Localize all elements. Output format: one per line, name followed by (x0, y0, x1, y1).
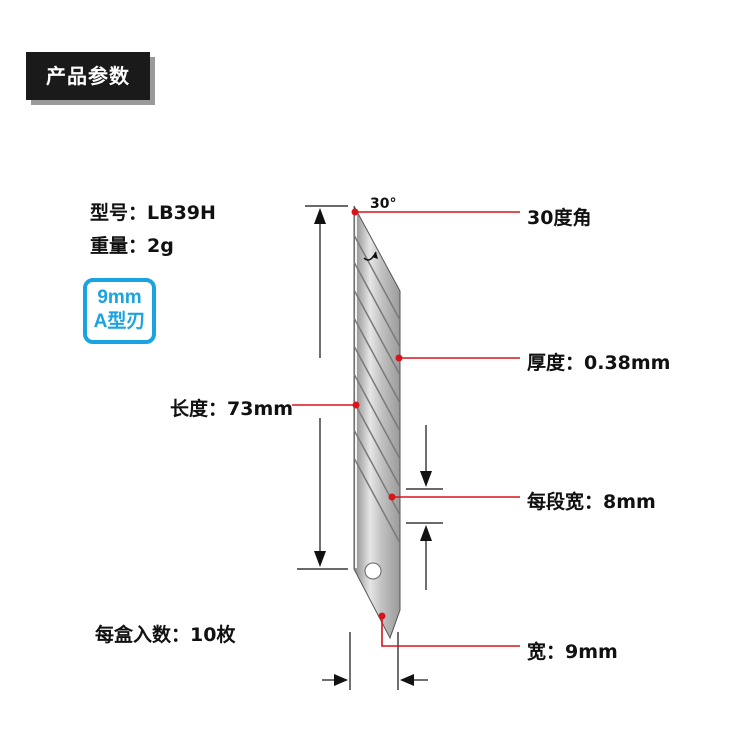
badge-size: 9mm (97, 287, 142, 308)
angle-arrow-icon (372, 252, 378, 259)
callout-line-width (381, 616, 520, 647)
spec-per-box: 每盒入数：10枚 (95, 624, 236, 646)
annotation-angle: 30度角 (527, 207, 592, 229)
width-dimension (322, 632, 428, 690)
spec-model: 型号：LB39H (90, 202, 216, 224)
badge-type: A型刃 (93, 311, 146, 332)
blade-body (353, 205, 401, 640)
angle-mark-label: 30° (370, 196, 396, 212)
segment-width-dimension (406, 425, 443, 590)
blade-score-lines (354, 234, 400, 544)
red-callouts (292, 208, 520, 647)
blade-hole (364, 562, 382, 580)
annotation-segment-width: 每段宽：8mm (527, 491, 656, 513)
spec-weight: 重量：2g (90, 235, 174, 257)
spec-length: 长度：73mm (170, 398, 294, 420)
length-dimension (297, 205, 348, 570)
section-title: 产品参数 (46, 64, 130, 88)
annotation-width: 宽：9mm (527, 641, 618, 663)
annotation-thickness: 厚度：0.38mm (527, 352, 671, 374)
section-title-bar: 产品参数 (26, 52, 150, 100)
blade-size-badge: 9mm A型刃 (83, 278, 156, 344)
